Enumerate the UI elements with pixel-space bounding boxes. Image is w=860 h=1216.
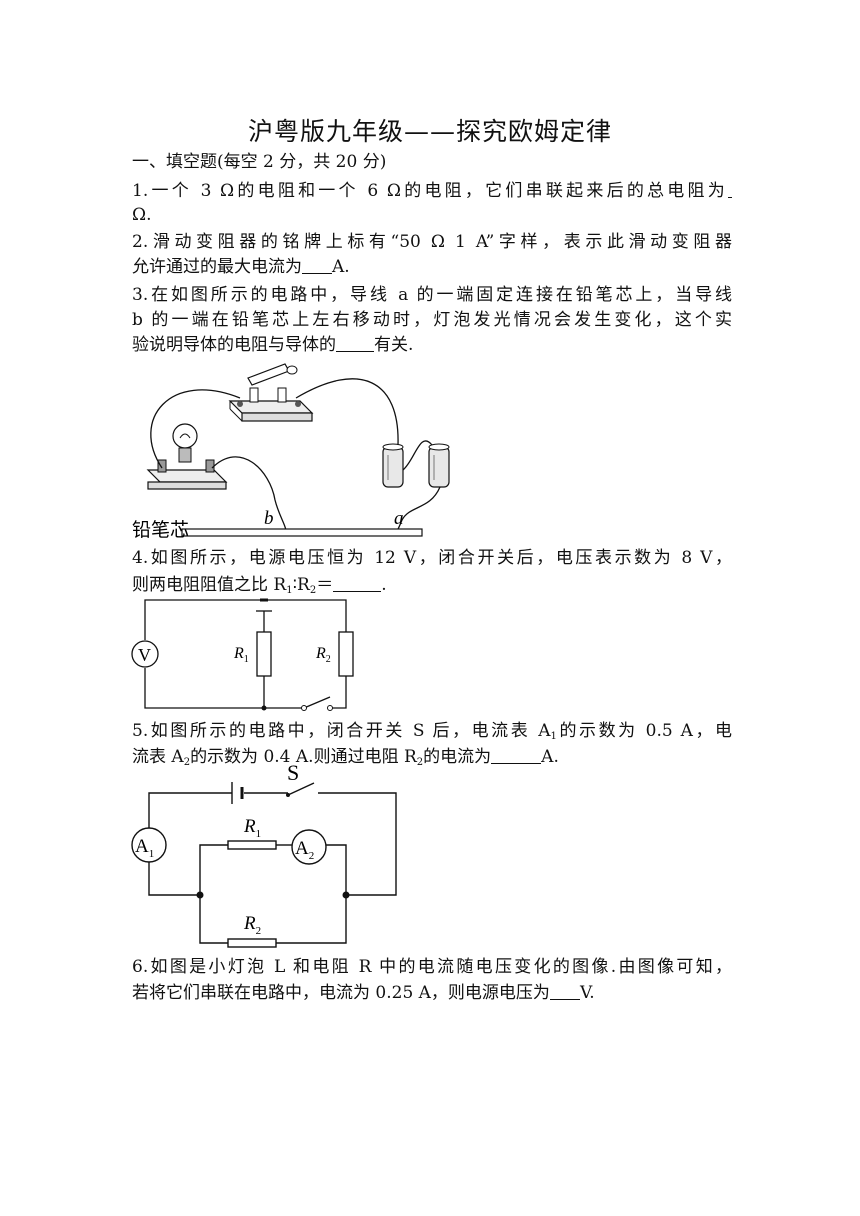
r1-label: R1 — [233, 645, 249, 665]
wire-a-label: a — [394, 508, 404, 529]
question-5-line-1: 5.如图所示的电路中，闭合开关 S 后，电流表 A1的示数为 0.5 A，电 — [132, 721, 733, 742]
pencil-lead-label: 铅笔芯 — [132, 519, 189, 541]
page-title: 沪粤版九年级——探究欧姆定律 — [247, 117, 612, 146]
voltmeter-label: V — [138, 645, 151, 665]
resistor-r2 — [338, 631, 354, 677]
resistor-r2 — [227, 938, 277, 948]
r2-label: R2 — [243, 913, 261, 937]
question-6-line-1: 6.如图是小灯泡 L 和电阻 R 中的电流随电压变化的图像.由图像可知， — [132, 957, 732, 977]
question-1-line-1: 1.一个 3 Ω的电阻和一个 6 Ω的电阻，它们串联起来后的总电阻为 — [132, 179, 732, 203]
question-4-line-1: 4.如图所示，电源电压恒为 12 V，闭合开关后，电压表示数为 8 V， — [132, 548, 732, 568]
answer-blank[interactable] — [302, 257, 332, 274]
resistor-r1 — [227, 840, 277, 850]
voltmeter-icon — [131, 640, 159, 668]
question-3-line-1: 3.在如图所示的电路中，导线 a 的一端固定连接在铅笔芯上，当导线 — [132, 285, 732, 305]
r2-label: R2 — [315, 645, 331, 665]
resistor-r1 — [256, 631, 272, 677]
pencil-lead — [181, 528, 423, 537]
light-bulb-icon — [146, 423, 228, 490]
switch-icon — [301, 705, 307, 711]
a2-label: A2 — [295, 838, 314, 862]
r1-label: R1 — [243, 816, 261, 840]
answer-blank[interactable] — [333, 575, 382, 592]
answer-blank[interactable] — [728, 181, 732, 198]
question-3-line-2: b 的一端在铅笔芯上左右移动时，灯泡发光情况会发生变化，这个实 — [132, 310, 732, 330]
wire-b-label: b — [264, 508, 274, 529]
answer-blank[interactable] — [491, 747, 542, 764]
question-3-line-3: 验说明导体的电阻与导体的有关. — [132, 335, 414, 355]
ammeter-a2-icon — [291, 829, 327, 865]
question-1-line-2: Ω. — [132, 205, 152, 225]
question-2-line-1: 2.滑动变阻器的铭牌上标有“50 Ω 1 A”字样，表示此滑动变阻器 — [132, 232, 732, 252]
answer-blank[interactable] — [549, 983, 580, 1000]
section-heading: 一、填空题(每空 2 分，共 20 分) — [132, 152, 387, 172]
answer-blank[interactable] — [336, 335, 374, 352]
a1-label: A1 — [135, 836, 154, 860]
battery-icon — [382, 443, 450, 488]
ammeter-a1-icon — [131, 827, 167, 863]
knife-switch-icon — [228, 363, 314, 422]
question-4-line-2: 则两电阻阻值之比 R1∶R2＝. — [132, 575, 387, 596]
switch-icon — [286, 793, 290, 797]
